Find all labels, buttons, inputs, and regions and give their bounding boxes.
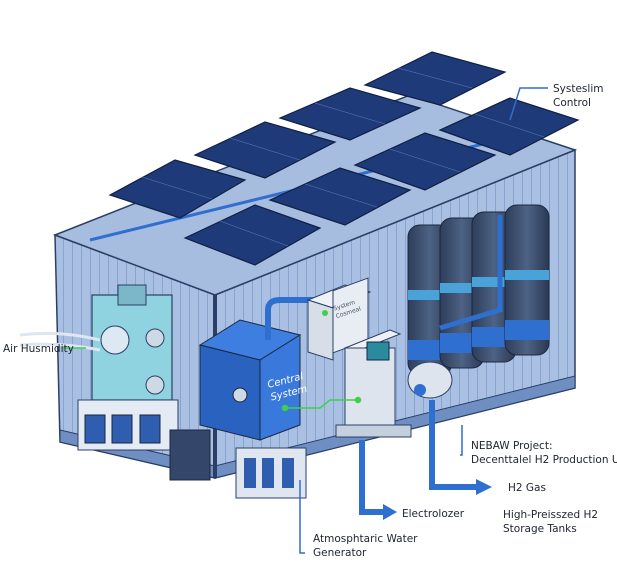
flow-arrows [359, 400, 492, 520]
solar-panel [278, 87, 422, 141]
solar-panel [438, 97, 580, 156]
electrolyzer-label: Electrolozer [402, 508, 465, 520]
solar-panel-array [108, 51, 580, 266]
solar-panel [268, 167, 412, 226]
solar-panel [353, 132, 497, 191]
pipe [265, 297, 340, 340]
solar-panel [363, 51, 507, 106]
electrolyzer-unit [335, 215, 503, 438]
atmospheric-water-generator-label: Atmosphtaric Water Generator [313, 533, 421, 559]
h2-gas-label: H2 Gas [508, 482, 546, 494]
solar-panel [108, 159, 247, 219]
air-flow-lines [19, 331, 101, 352]
storage-tanks-label: High-Preisszed H2 Storage Tanks [503, 509, 601, 535]
h2-storage-tanks [407, 204, 550, 376]
storage-tank [504, 204, 550, 356]
atmospheric-water-generator [19, 284, 173, 401]
solar-panel [193, 121, 337, 179]
system-control-box: System Cosmeal [306, 277, 372, 361]
power-modules [235, 447, 307, 499]
project-title-label: NEBAW Project: Decenttalel H2 Production… [471, 440, 617, 466]
battery-shelf [77, 399, 211, 481]
electrolyzer-arrow [359, 440, 385, 515]
system-control-label: Systeslim Control [553, 83, 607, 109]
fan-icon [100, 325, 130, 355]
callout-lines [62, 87, 548, 554]
central-system-unit: Central System [198, 297, 340, 441]
electrolyzer-screen [366, 341, 390, 361]
solar-panel [183, 204, 322, 266]
air-humidity-label: Air Husmidity [3, 343, 74, 355]
signal-lines [281, 396, 362, 412]
h2-gas-arrow [429, 400, 478, 490]
